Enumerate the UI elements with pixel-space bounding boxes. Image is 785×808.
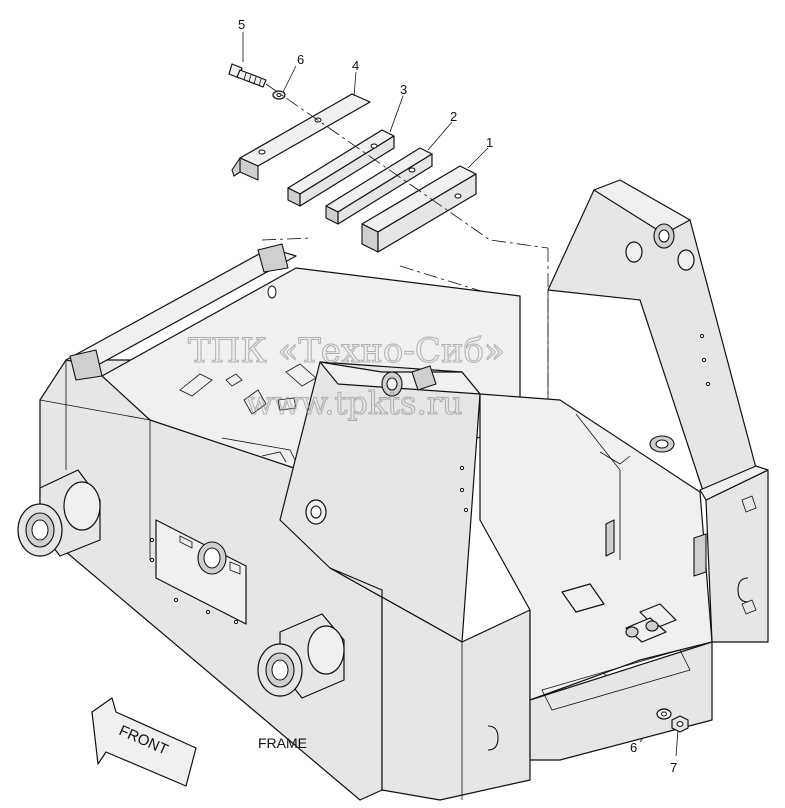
- part-2-shim: [325, 147, 433, 225]
- watermark-line-1: ТПК «Техно-Сиб»: [188, 331, 505, 371]
- part-6-washer-top: [272, 90, 286, 100]
- frame-body: [17, 179, 769, 801]
- callout-7: 7: [670, 760, 677, 775]
- callout-3: 3: [400, 82, 407, 97]
- part-6-washer-bottom: [656, 708, 672, 720]
- callout-2: 2: [450, 109, 457, 124]
- front-direction-arrow: [91, 697, 197, 787]
- callout-5: 5: [238, 17, 245, 32]
- part-1-spacer-block: [361, 165, 477, 253]
- callout-6-top: 6: [297, 52, 304, 67]
- frame-label: FRAME: [258, 735, 307, 751]
- part-3-shim: [287, 129, 395, 207]
- callout-6-bottom: 6: [630, 740, 637, 755]
- part-7-nut: [671, 715, 689, 733]
- part-5-bolt: [228, 63, 267, 88]
- callout-4: 4: [352, 58, 359, 73]
- watermark-line-2: www.tpkts.ru: [246, 384, 463, 422]
- callout-1: 1: [486, 135, 493, 150]
